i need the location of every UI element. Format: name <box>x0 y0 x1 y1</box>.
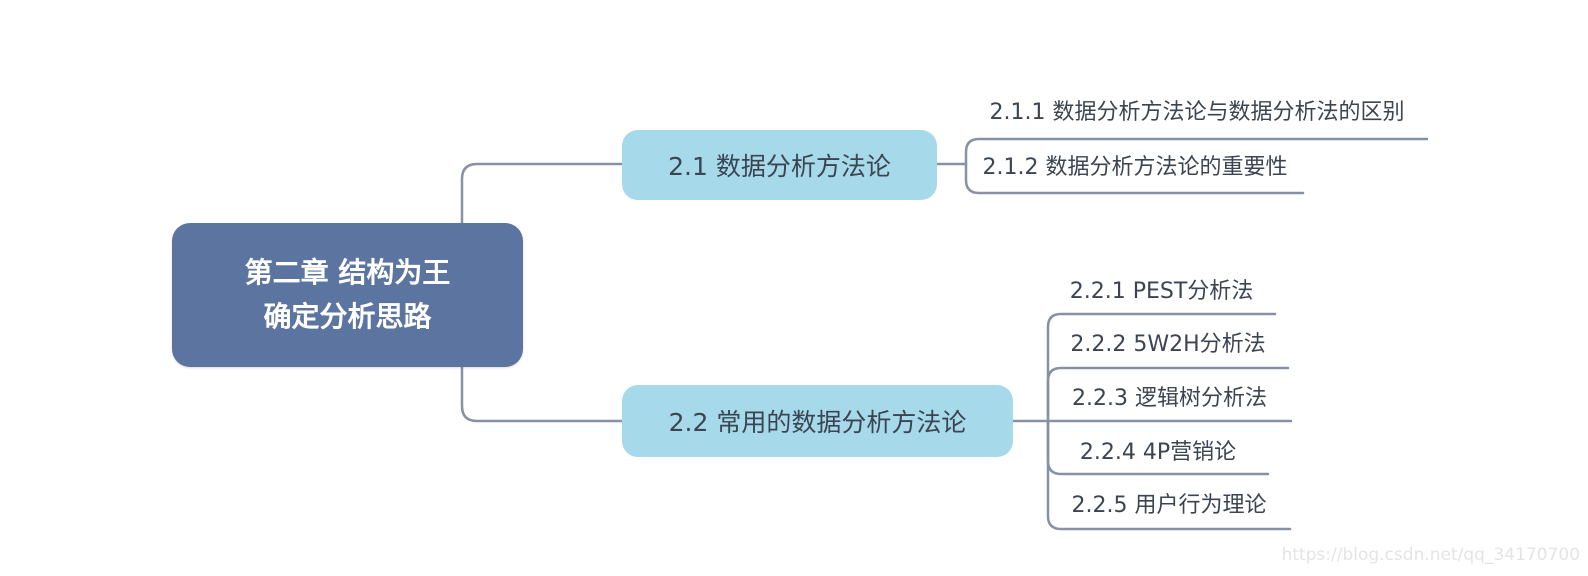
topic-2-1-2[interactable]: 2.1.2 数据分析方法论的重要性 <box>982 155 1288 180</box>
branch-topic-2-1-label: 2.1 数据分析方法论 <box>668 152 891 181</box>
topic-2-2-3[interactable]: 2.2.3 逻辑树分析法 <box>1072 386 1267 411</box>
connector-topic-2-2-5 <box>1046 419 1292 531</box>
connector-topic-2-1-1 <box>964 137 1429 166</box>
branch-topic-2-2-label: 2.2 常用的数据分析方法论 <box>668 408 967 437</box>
root-topic-line1: 第二章 结构为王 <box>244 256 451 289</box>
root-topic[interactable]: 第二章 结构为王 确定分析思路 <box>172 223 523 367</box>
branch-topic-2-2[interactable]: 2.2 常用的数据分析方法论 <box>622 385 1013 457</box>
watermark: https://blog.csdn.net/qq_34170700 <box>1281 545 1580 565</box>
topic-2-2-4[interactable]: 2.2.4 4P营销论 <box>1079 440 1237 465</box>
connector-topic-2-1-2 <box>964 162 1305 195</box>
connector-topic-2-2-2 <box>1046 366 1290 423</box>
connector-topic-2-2-1 <box>1046 312 1277 423</box>
topic-2-2-2[interactable]: 2.2.2 5W2H分析法 <box>1070 332 1266 357</box>
topic-2-2-5[interactable]: 2.2.5 用户行为理论 <box>1071 493 1267 518</box>
root-topic-line2: 确定分析思路 <box>263 300 432 333</box>
topic-2-1-1[interactable]: 2.1.1 数据分析方法论与数据分析法的区别 <box>989 100 1405 125</box>
branch-topic-2-1[interactable]: 2.1 数据分析方法论 <box>622 130 937 200</box>
topic-2-2-1[interactable]: 2.2.1 PEST分析法 <box>1069 279 1254 304</box>
